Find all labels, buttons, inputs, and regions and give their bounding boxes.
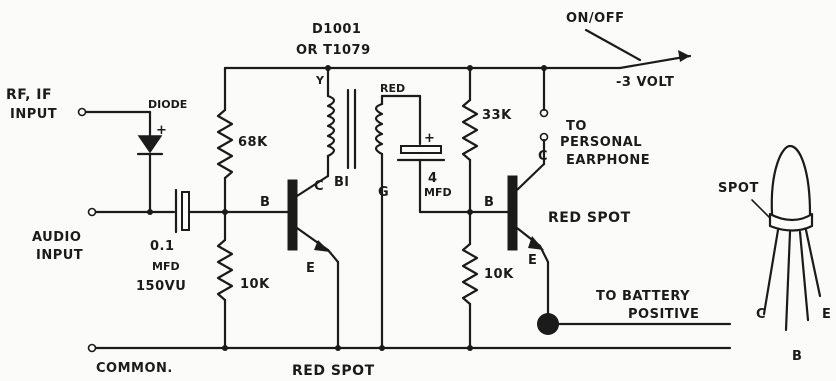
label-10k-left: 10K (240, 277, 270, 292)
rf-if-input-terminal (77, 107, 152, 117)
label-10k-right: 10K (484, 267, 514, 282)
label-c2: C (538, 149, 548, 164)
label-cap-value: 0.1 (150, 239, 175, 254)
label-redspot-right: RED SPOT (548, 210, 631, 226)
label-bl: Bl (334, 175, 349, 190)
label-to: TO (566, 119, 587, 134)
label-audio: AUDIO (32, 230, 81, 245)
label-diode-plus: + (156, 123, 167, 138)
transistor-2 (507, 138, 732, 335)
label-battery2: POSITIVE (628, 307, 699, 322)
audio-input-terminal (87, 207, 176, 217)
junction-dots (147, 65, 547, 351)
label-y: Y (315, 74, 325, 87)
on-off-switch (584, 28, 692, 70)
label-onoff: ON/OFF (566, 11, 625, 26)
label-or-t1079: OR T1079 (296, 43, 371, 58)
capacitor-4mfd (396, 94, 510, 214)
diode (136, 110, 164, 214)
label-common: COMMON. (96, 361, 173, 376)
label-red-top: RED (380, 82, 405, 95)
transistor-1 (287, 174, 340, 350)
label-earphone: EARPHONE (566, 153, 650, 168)
resistor-10k-right (461, 210, 479, 350)
label-cap-unit: MFD (152, 260, 180, 273)
label-b2: B (484, 195, 494, 210)
label-d1001: D1001 (312, 22, 361, 37)
label-33k: 33K (482, 108, 512, 123)
capacitor-0-1 (174, 188, 294, 234)
resistor-10k-left (216, 210, 234, 350)
transistor-pinout-sketch (751, 144, 822, 332)
label-e1: E (306, 261, 315, 276)
label-rf-if: RF, IF (6, 87, 52, 103)
label-c1: C (314, 179, 324, 194)
label-personal: PERSONAL (560, 135, 642, 150)
label-cap-voltage: 150VU (136, 279, 186, 294)
label-b1: B (260, 195, 270, 210)
label-battery1: TO BATTERY (596, 289, 690, 304)
label-diode: DIODE (148, 98, 187, 111)
label-cap4: 4 (428, 171, 438, 186)
earphone-terminals (539, 66, 549, 142)
label-cap4-unit: MFD (424, 186, 452, 199)
resistor-68k (216, 66, 234, 214)
label-g: G (378, 185, 389, 200)
label-volt: -3 VOLT (616, 75, 674, 90)
resistor-33k (461, 66, 479, 214)
common-rail (87, 343, 732, 353)
label-redspot-bottom: RED SPOT (292, 363, 375, 379)
label-68k: 68K (238, 135, 268, 150)
label-input-top: INPUT (10, 107, 57, 122)
label-pin-e: E (822, 307, 831, 322)
label-e2: E (528, 253, 537, 268)
label-input-bottom: INPUT (36, 248, 83, 263)
label-spot: SPOT (718, 181, 759, 196)
label-pin-b: B (792, 349, 802, 364)
transformer-d1001 (326, 66, 402, 350)
label-cap4-plus: + (424, 131, 435, 146)
label-pin-c: C (756, 307, 766, 322)
